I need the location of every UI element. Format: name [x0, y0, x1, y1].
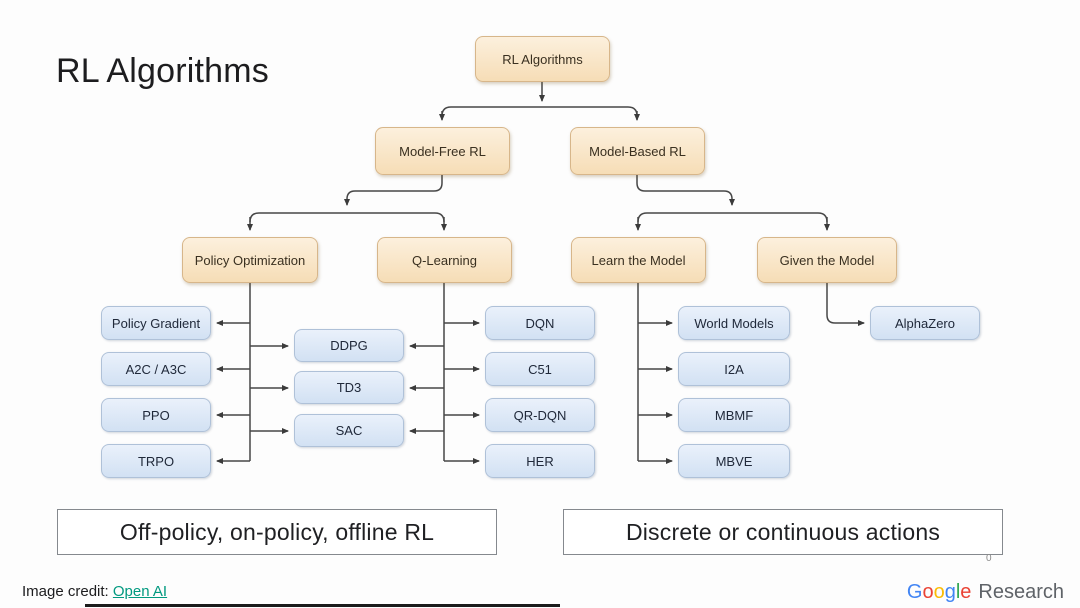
node-policy-optimization: Policy Optimization	[182, 237, 318, 283]
logo-letter: o	[922, 581, 934, 603]
open-ai-link[interactable]: Open AI	[112, 583, 168, 600]
node-rl-algorithms: RL Algorithms	[475, 36, 610, 82]
node-mbmf: MBMF	[678, 398, 790, 432]
image-credit-label: Image credit:	[22, 583, 109, 600]
node-given-the-model: Given the Model	[757, 237, 897, 283]
node-a2c-a3c: A2C / A3C	[101, 352, 211, 386]
node-policy-gradient: Policy Gradient	[101, 306, 211, 340]
node-sac: SAC	[294, 414, 404, 447]
node-world-models: World Models	[678, 306, 790, 340]
node-model-free-rl: Model-Free RL	[375, 127, 510, 175]
logo-letter: G	[906, 581, 923, 603]
video-progress-bar	[85, 604, 560, 607]
node-mbve: MBVE	[678, 444, 790, 478]
node-model-based-rl: Model-Based RL	[570, 127, 705, 175]
node-c51: C51	[485, 352, 595, 386]
logo-letter: e	[960, 581, 972, 603]
google-research-logo: Google Research	[907, 581, 1064, 604]
node-alphazero: AlphaZero	[870, 306, 980, 340]
research-wordmark: Research	[978, 581, 1064, 603]
node-ppo: PPO	[101, 398, 211, 432]
logo-letter: l	[955, 581, 961, 603]
node-trpo: TRPO	[101, 444, 211, 478]
node-her: HER	[485, 444, 595, 478]
page-title: RL Algorithms	[56, 52, 269, 90]
google-wordmark: Google	[907, 581, 972, 604]
node-dqn: DQN	[485, 306, 595, 340]
node-q-learning: Q-Learning	[377, 237, 512, 283]
logo-letter: o	[933, 581, 945, 603]
image-credit: Image credit: Open AI	[22, 583, 167, 600]
node-qr-dqn: QR-DQN	[485, 398, 595, 432]
stray-mark: 0	[986, 553, 992, 564]
node-ddpg: DDPG	[294, 329, 404, 362]
node-td3: TD3	[294, 371, 404, 404]
logo-letter: g	[944, 581, 956, 603]
callout-action-types: Discrete or continuous actions	[563, 509, 1003, 555]
callout-policy-types: Off-policy, on-policy, offline RL	[57, 509, 497, 555]
node-i2a: I2A	[678, 352, 790, 386]
node-learn-the-model: Learn the Model	[571, 237, 706, 283]
